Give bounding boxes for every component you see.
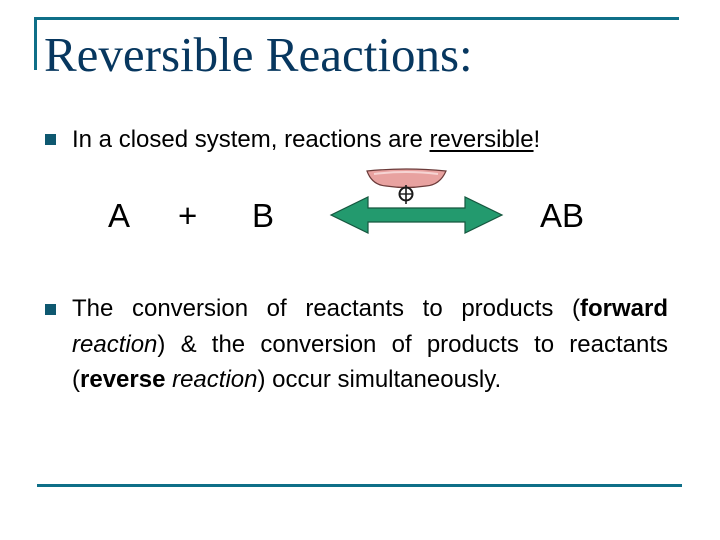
reversible-emphasis: reversible bbox=[429, 126, 534, 153]
forward-bold: forward bbox=[579, 295, 668, 322]
frame-top-rule bbox=[34, 17, 679, 20]
reverse-reaction-italic: reaction bbox=[165, 366, 258, 393]
double-headed-arrow-icon bbox=[329, 196, 504, 234]
bullet-text-suffix: ! bbox=[533, 126, 541, 153]
conversion-text-part3: ) occur simultaneously. bbox=[257, 366, 502, 393]
bullet-text-prefix: In a closed system, reactions are bbox=[72, 126, 430, 153]
plus-sign: + bbox=[178, 197, 198, 234]
reverse-bold: reverse bbox=[80, 366, 166, 393]
conversion-text-part1: The conversion of reactants to products … bbox=[72, 295, 580, 322]
bullet-text-closed-system: In a closed system, reactions are revers… bbox=[72, 122, 540, 157]
reactant-b: B bbox=[252, 197, 275, 234]
footer-rule bbox=[37, 484, 682, 487]
frame-left-rule bbox=[34, 17, 37, 70]
forward-reaction-italic: reaction bbox=[72, 330, 158, 358]
reactant-a: A bbox=[108, 197, 131, 234]
bullet-text-conversion: The conversion of reactants to products … bbox=[72, 291, 668, 398]
bullet-icon bbox=[45, 304, 56, 315]
slide-title: Reversible Reactions: bbox=[44, 27, 473, 82]
equilibrium-graphic bbox=[329, 168, 504, 234]
conversion-text-part2: ) & the conversion of products to reacta… bbox=[72, 330, 668, 394]
balance-scale-icon bbox=[366, 168, 447, 204]
product-ab: AB bbox=[540, 197, 585, 234]
bullet-icon bbox=[45, 134, 56, 145]
